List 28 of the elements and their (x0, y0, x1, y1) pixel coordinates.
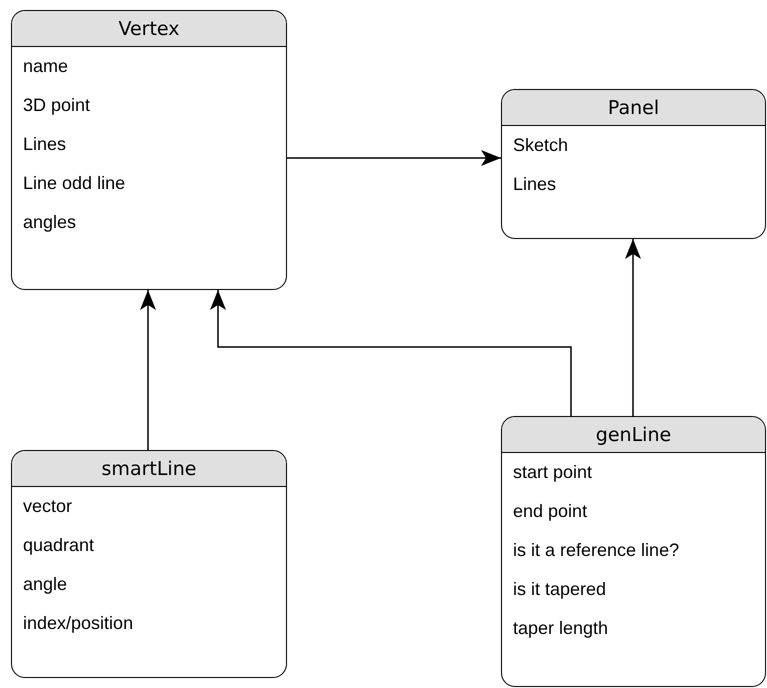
attribute-text: Line odd line (22, 172, 126, 195)
class-name: Panel (502, 90, 765, 126)
class-name: smartLine (12, 451, 286, 487)
attribute-text: angle (22, 573, 68, 596)
class-box (501, 89, 766, 239)
attribute-text: Lines (22, 133, 68, 156)
attribute-text: is it tapered (512, 578, 608, 601)
class-box (11, 450, 287, 678)
attribute-text: 3D point (22, 94, 92, 117)
attribute-text: start point (512, 461, 594, 484)
class-name: Vertex (12, 11, 286, 47)
attribute-text: vector (22, 495, 74, 518)
class-box (501, 416, 766, 687)
arrow (625, 239, 641, 416)
class-box (11, 10, 287, 290)
arrow (287, 150, 501, 166)
attribute-text: quadrant (22, 534, 96, 557)
attribute-text: end point (512, 500, 588, 523)
arrow (210, 290, 572, 416)
attribute-text: Lines (512, 173, 558, 196)
attribute-text: name (22, 55, 70, 78)
class-name: genLine (502, 417, 765, 453)
attribute-text: taper length (512, 617, 610, 640)
attribute-text: index/position (22, 612, 134, 635)
arrow (140, 290, 156, 450)
attribute-text: angles (22, 211, 78, 234)
attribute-text: is it a reference line? (512, 539, 680, 562)
attribute-text: Sketch (512, 134, 570, 157)
